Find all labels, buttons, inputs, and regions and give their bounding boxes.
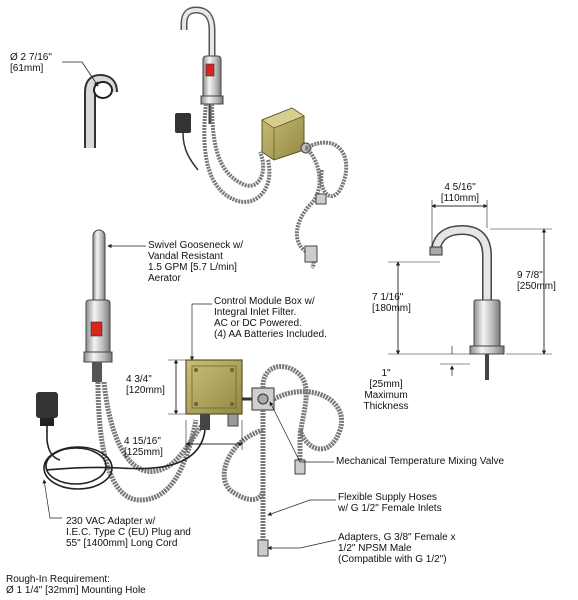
- power-adapter-callout: 230 VAC Adapter w/ I.E.C. Type C (EU) Pl…: [66, 516, 191, 549]
- aerator-detail: [62, 61, 118, 148]
- spout-reach-label: 4 5/16" [110mm]: [440, 182, 480, 204]
- leader-lines: [42, 243, 337, 551]
- gooseneck-callout: Swivel Gooseneck w/ Vandal Resistant 1.5…: [148, 240, 244, 284]
- box-height-label: 4 3/4" [120mm]: [126, 374, 165, 396]
- rough-in-note: Rough-In Requirement: Ø 1 1/4" [32mm] Mo…: [6, 574, 146, 596]
- max-thickness-label: 1" [25mm] Maximum Thickness: [363, 368, 409, 412]
- aerator-diameter-label: Ø 2 7/16" [61mm]: [10, 52, 52, 74]
- adapters-callout: Adapters, G 3/8" Female x 1/2" NPSM Male…: [338, 532, 456, 565]
- top-faucet-illustration: [175, 6, 349, 270]
- overall-height-label: 9 7/8" [250mm]: [517, 270, 556, 292]
- box-dimensions: [168, 359, 243, 450]
- outlet-height-label: 7 1/16" [180mm]: [372, 292, 411, 314]
- control-box-callout: Control Module Box w/ Integral Inlet Fil…: [214, 296, 327, 340]
- box-width-label: 4 15/16" [125mm]: [124, 436, 163, 458]
- side-elevation: [388, 200, 552, 380]
- hoses-callout: Flexible Supply Hoses w/ G 1/2" Female I…: [338, 492, 442, 514]
- main-assembly: [36, 229, 345, 557]
- mixing-valve-callout: Mechanical Temperature Mixing Valve: [336, 456, 505, 467]
